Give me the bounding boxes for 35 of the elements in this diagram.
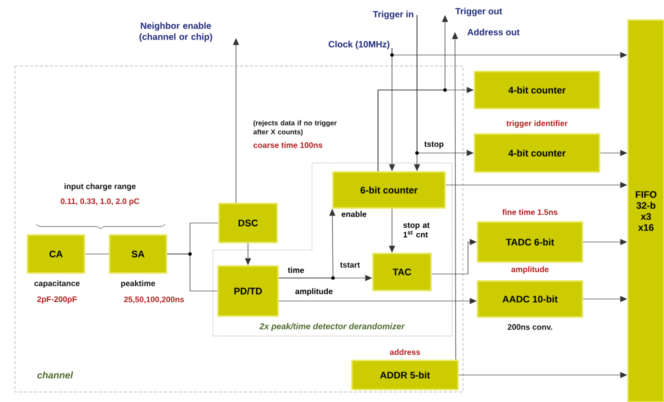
block-box: 6-bit counter <box>332 171 446 209</box>
block-box: 4-bit counter <box>474 133 600 173</box>
block-box: DSC <box>218 202 278 244</box>
block-box: TADC 6-bit <box>476 221 584 263</box>
annotation: 0.11, 0.33, 1.0, 2.0 pC <box>60 198 140 206</box>
annotation: peaktime <box>121 280 156 288</box>
annotation: tstart <box>340 262 360 268</box>
edge-label: amplitude <box>294 288 334 296</box>
signal-label: Clock (10MHz) <box>328 40 390 50</box>
block-box: FIFO 32-b x3 x16 <box>627 19 664 402</box>
edge-label: stop at 1$^{st}$ cnt <box>402 222 436 238</box>
edge-label: tstop <box>424 140 444 150</box>
block-box: SA <box>108 234 168 274</box>
block-box: ADDR 5-bit <box>351 360 459 390</box>
annotation: 200ns conv. <box>508 324 552 330</box>
edge-label: enable <box>340 210 368 218</box>
block-box: 4-bit counter <box>474 70 600 110</box>
signal-label: Trigger in <box>372 10 414 20</box>
signal-label: Neighbor enable (channel or chip) <box>140 22 212 42</box>
annotation: fine time 1.5ns <box>502 209 558 215</box>
block-box: TAC <box>372 252 432 292</box>
annotation: amplitude <box>511 266 549 274</box>
annotation: coarse time 100ns <box>254 142 322 148</box>
block-box: CA <box>26 234 86 274</box>
annotation: address <box>390 349 420 355</box>
annotation: trigger identifier <box>506 120 568 128</box>
edge-label: time <box>287 266 305 274</box>
block-box: AADC 10-bit <box>476 280 584 318</box>
block-box: PD/TD <box>217 265 279 317</box>
annotation: 2pF-200pF <box>37 296 77 304</box>
signal-label: Address out <box>467 28 520 36</box>
annotation: capacitance <box>34 280 80 288</box>
annotation: 25,50,100,200ns <box>124 296 184 304</box>
signal-label: Trigger out <box>455 8 502 16</box>
annotation: input charge range <box>64 183 136 191</box>
